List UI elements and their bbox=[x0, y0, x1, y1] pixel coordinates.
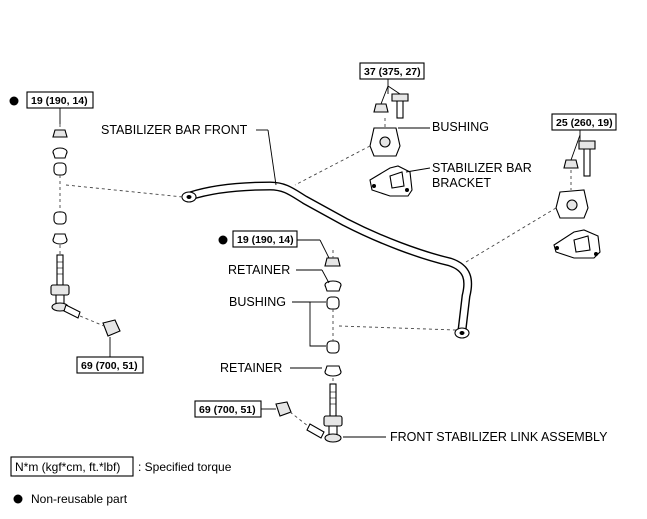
left-bushing-upper bbox=[53, 162, 67, 176]
center-link-stack bbox=[275, 257, 343, 443]
stabilizer-bar-front bbox=[181, 181, 473, 339]
center-nut bbox=[324, 257, 341, 267]
top-bolt bbox=[396, 99, 404, 119]
center-ball-joint bbox=[323, 415, 343, 427]
non-reusable-dot-left bbox=[9, 96, 19, 106]
stabilizer-bar-bracket-label-line2: BRACKET bbox=[432, 176, 491, 190]
legend-non-reusable-dot bbox=[13, 494, 23, 504]
top-nut bbox=[373, 103, 389, 113]
torque-top-center: 37 (375, 27) bbox=[364, 66, 421, 78]
legend-torque-box bbox=[10, 456, 134, 477]
top-bracket-group bbox=[369, 93, 413, 197]
torque-center-lower: 69 (700, 51) bbox=[199, 404, 256, 416]
legend-torque-desc: : Specified torque bbox=[138, 460, 232, 474]
legend-non-reusable: Non-reusable part bbox=[31, 492, 128, 506]
retainer-lower-label: RETAINER bbox=[220, 361, 282, 375]
right-nut bbox=[563, 159, 579, 169]
stabilizer-bar-front-label: STABILIZER BAR FRONT bbox=[101, 123, 248, 137]
left-nut bbox=[52, 129, 68, 138]
non-reusable-dot-center bbox=[218, 235, 228, 245]
left-link-nut bbox=[102, 319, 121, 337]
stabilizer-bar-bracket-label-line1: STABILIZER BAR bbox=[432, 161, 532, 175]
left-bushing-lower bbox=[53, 211, 67, 225]
center-link-rod bbox=[329, 383, 337, 417]
right-bracket-group bbox=[553, 140, 601, 259]
torque-box-top-center bbox=[359, 62, 425, 80]
torque-left-lower: 69 (700, 51) bbox=[81, 360, 138, 372]
legend-torque-unit: N*m (kgf*cm, ft.*lbf) bbox=[15, 460, 120, 474]
right-bolt bbox=[583, 147, 591, 177]
front-stabilizer-link-assembly-label: FRONT STABILIZER LINK ASSEMBLY bbox=[390, 430, 608, 444]
center-bushing-upper bbox=[326, 296, 340, 310]
center-link-nut bbox=[275, 401, 292, 417]
bushing-link-label: BUSHING bbox=[229, 295, 286, 309]
torque-center-upper: 19 (190, 14) bbox=[237, 234, 294, 246]
torque-left-upper: 19 (190, 14) bbox=[31, 95, 88, 107]
retainer-upper-label: RETAINER bbox=[228, 263, 290, 277]
left-link-rod bbox=[56, 254, 64, 286]
left-ball-joint bbox=[50, 284, 70, 296]
torque-right: 25 (260, 19) bbox=[556, 117, 613, 129]
torque-box-center-upper bbox=[232, 230, 298, 248]
torque-box-center-lower bbox=[194, 400, 262, 418]
torque-box-right bbox=[551, 113, 617, 131]
left-link-stack bbox=[50, 129, 121, 337]
bushing-top-label: BUSHING bbox=[432, 120, 489, 134]
center-bushing-lower bbox=[326, 340, 340, 354]
